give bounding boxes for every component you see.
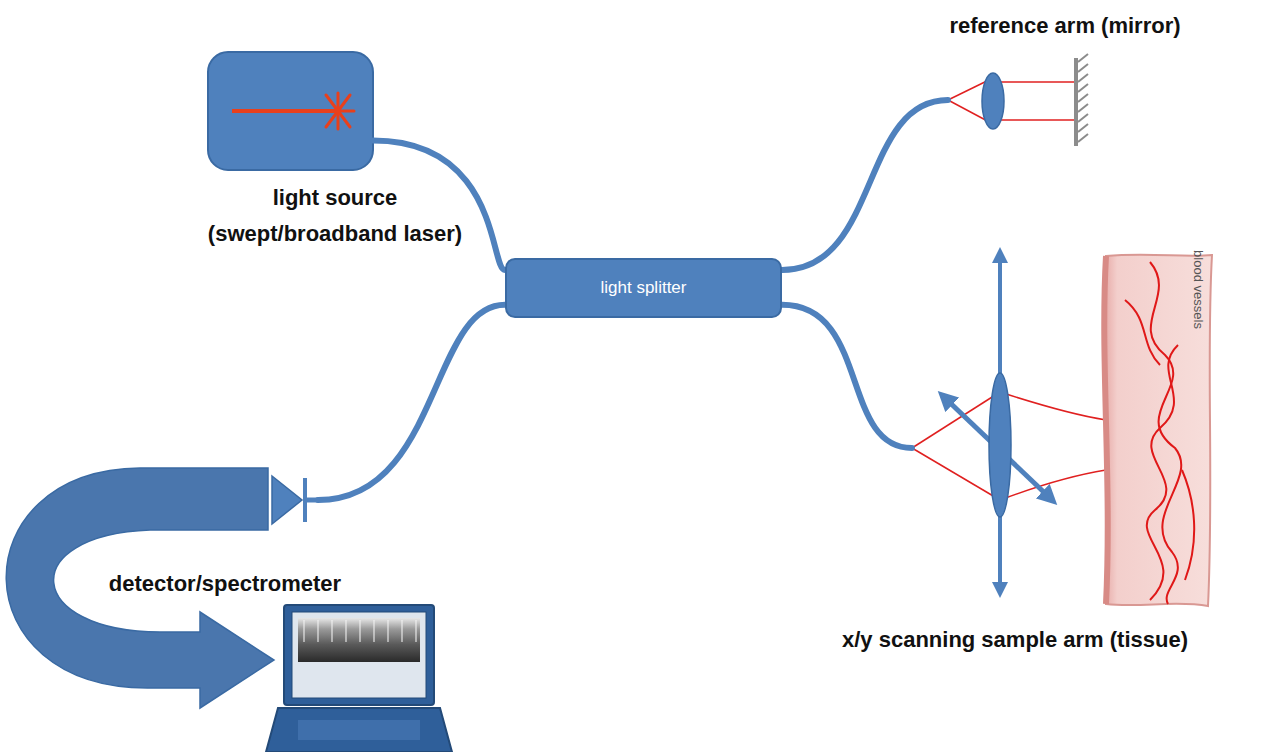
scanning-optics [912, 255, 1106, 590]
light-source: light source (swept/broadband laser) [208, 52, 373, 170]
part-name: light source (swept/broadband laser) [190, 180, 480, 252]
optical-fiber [782, 305, 912, 448]
reference-optics [948, 54, 1088, 146]
node-label: light splitter [601, 278, 687, 298]
tissue-label: blood vessels [1191, 250, 1206, 329]
part-name: detector/spectrometer [75, 566, 375, 602]
detector: detector/spectrometer [262, 470, 318, 530]
part-name: reference arm (mirror) [940, 8, 1190, 44]
photodiode-symbol [262, 470, 318, 530]
optical-fiber [318, 305, 505, 500]
part-name: x/y scanning sample arm (tissue) [775, 622, 1255, 658]
laptop [266, 605, 452, 752]
light-splitter: light splitter [505, 258, 782, 318]
reference-arm: reference arm (mirror) [948, 58, 1088, 158]
optical-fiber [782, 100, 948, 270]
laser-box [208, 52, 373, 170]
sample-arm: x/y scanning sample arm (tissue) [912, 250, 1212, 610]
